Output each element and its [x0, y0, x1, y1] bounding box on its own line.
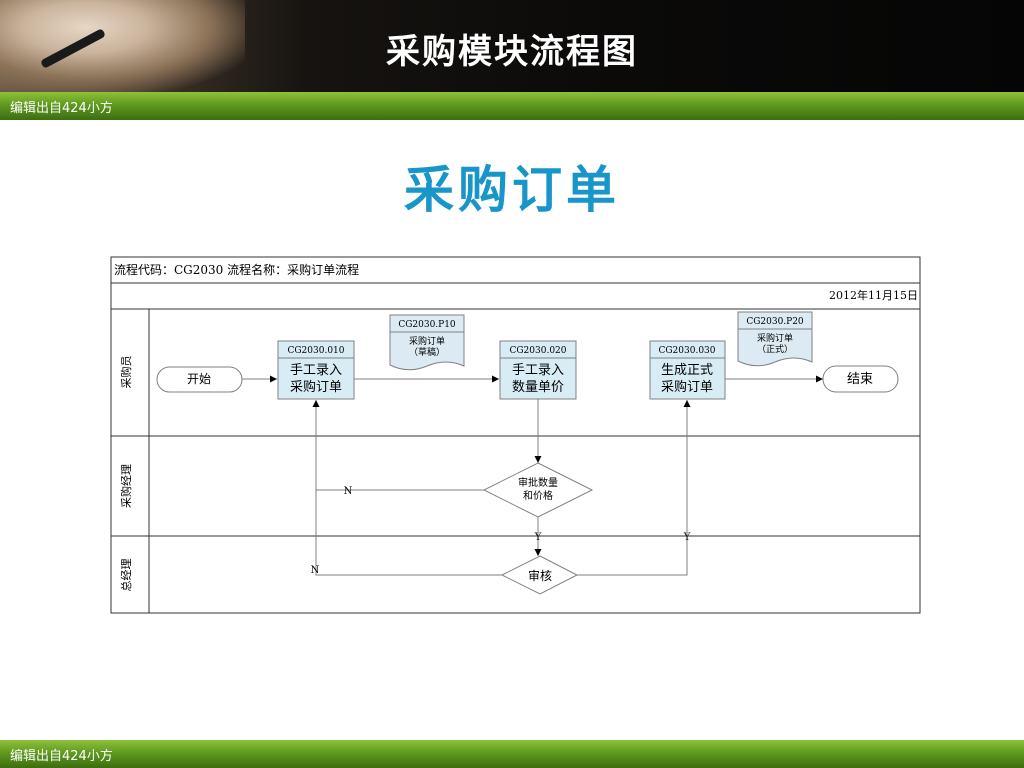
- step2-line2: 数量单价: [512, 380, 564, 395]
- step1-code: CG2030.010: [287, 346, 344, 356]
- doc1-code: CG2030.P10: [398, 320, 456, 330]
- decision1-line1: 审批数量: [518, 476, 558, 489]
- decision-review: 审核: [500, 555, 579, 595]
- bottom-green-bar: 编辑出自424小方: [0, 740, 1024, 768]
- lane-label-general-manager: 总经理: [119, 559, 133, 592]
- end-terminator: [822, 365, 899, 393]
- document-1: CG2030.P10 采购订单 （草稿）: [389, 314, 465, 371]
- bottom-bar-text: 编辑出自424小方: [10, 749, 113, 764]
- edge-label-no-1: N: [344, 486, 353, 497]
- step2-code: CG2030.020: [509, 346, 566, 356]
- process-step-3: CG2030.030 生成正式 采购订单: [649, 340, 726, 400]
- document-2: CG2030.P20 采购订单 （正式）: [737, 311, 813, 367]
- page-heading: 采购订单: [404, 161, 620, 219]
- process-step-2: CG2030.020 手工录入 数量单价: [499, 340, 577, 400]
- start-label: 开始: [187, 372, 211, 386]
- edge-label-yes-1: Y: [534, 532, 542, 543]
- top-green-bar: 编辑出自424小方: [0, 92, 1024, 120]
- doc2-line2: （正式）: [757, 343, 793, 355]
- decision2-label: 审核: [528, 568, 552, 583]
- arrow-decision1-no-to-step1: [312, 400, 484, 491]
- header-banner: 采购模块流程图: [0, 0, 1024, 92]
- header-title: 采购模块流程图: [386, 32, 638, 72]
- flow-table-frame: [110, 256, 921, 614]
- flow-date: 2012年11月15日: [829, 288, 918, 302]
- step3-line1: 生成正式: [661, 363, 713, 378]
- doc1-line2: （草稿）: [409, 346, 445, 358]
- decision-approve-quantity-price: 审批数量 和价格: [482, 462, 594, 518]
- start-terminator: [156, 366, 243, 393]
- hand-pen-photo: [0, 0, 245, 92]
- arrow-decision2-yes-to-step3: [577, 400, 691, 576]
- end-label: 结束: [847, 372, 873, 387]
- connectors: [242, 375, 823, 576]
- doc2-line1: 采购订单: [757, 332, 793, 344]
- edge-label-no-2: N: [311, 565, 320, 576]
- decision1-line2: 和价格: [523, 489, 553, 502]
- process-step-1: CG2030.010 手工录入 采购订单: [277, 340, 355, 400]
- doc1-line1: 采购订单: [409, 335, 445, 347]
- step1-line1: 手工录入: [290, 363, 342, 378]
- flow-code-name: 流程代码：CG2030 流程名称：采购订单流程: [114, 262, 359, 277]
- edge-label-yes-2: Y: [683, 532, 691, 543]
- step3-code: CG2030.030: [658, 346, 715, 356]
- lane-label-purchasing-manager: 采购经理: [119, 464, 133, 508]
- step2-line1: 手工录入: [512, 363, 564, 378]
- lane-label-buyer: 采购员: [119, 356, 133, 389]
- step1-line2: 采购订单: [290, 379, 342, 395]
- doc2-code: CG2030.P20: [746, 317, 804, 327]
- line-decision2-no-to-step1: [315, 490, 502, 576]
- top-bar-text: 编辑出自424小方: [10, 101, 113, 116]
- step3-line2: 采购订单: [661, 379, 713, 395]
